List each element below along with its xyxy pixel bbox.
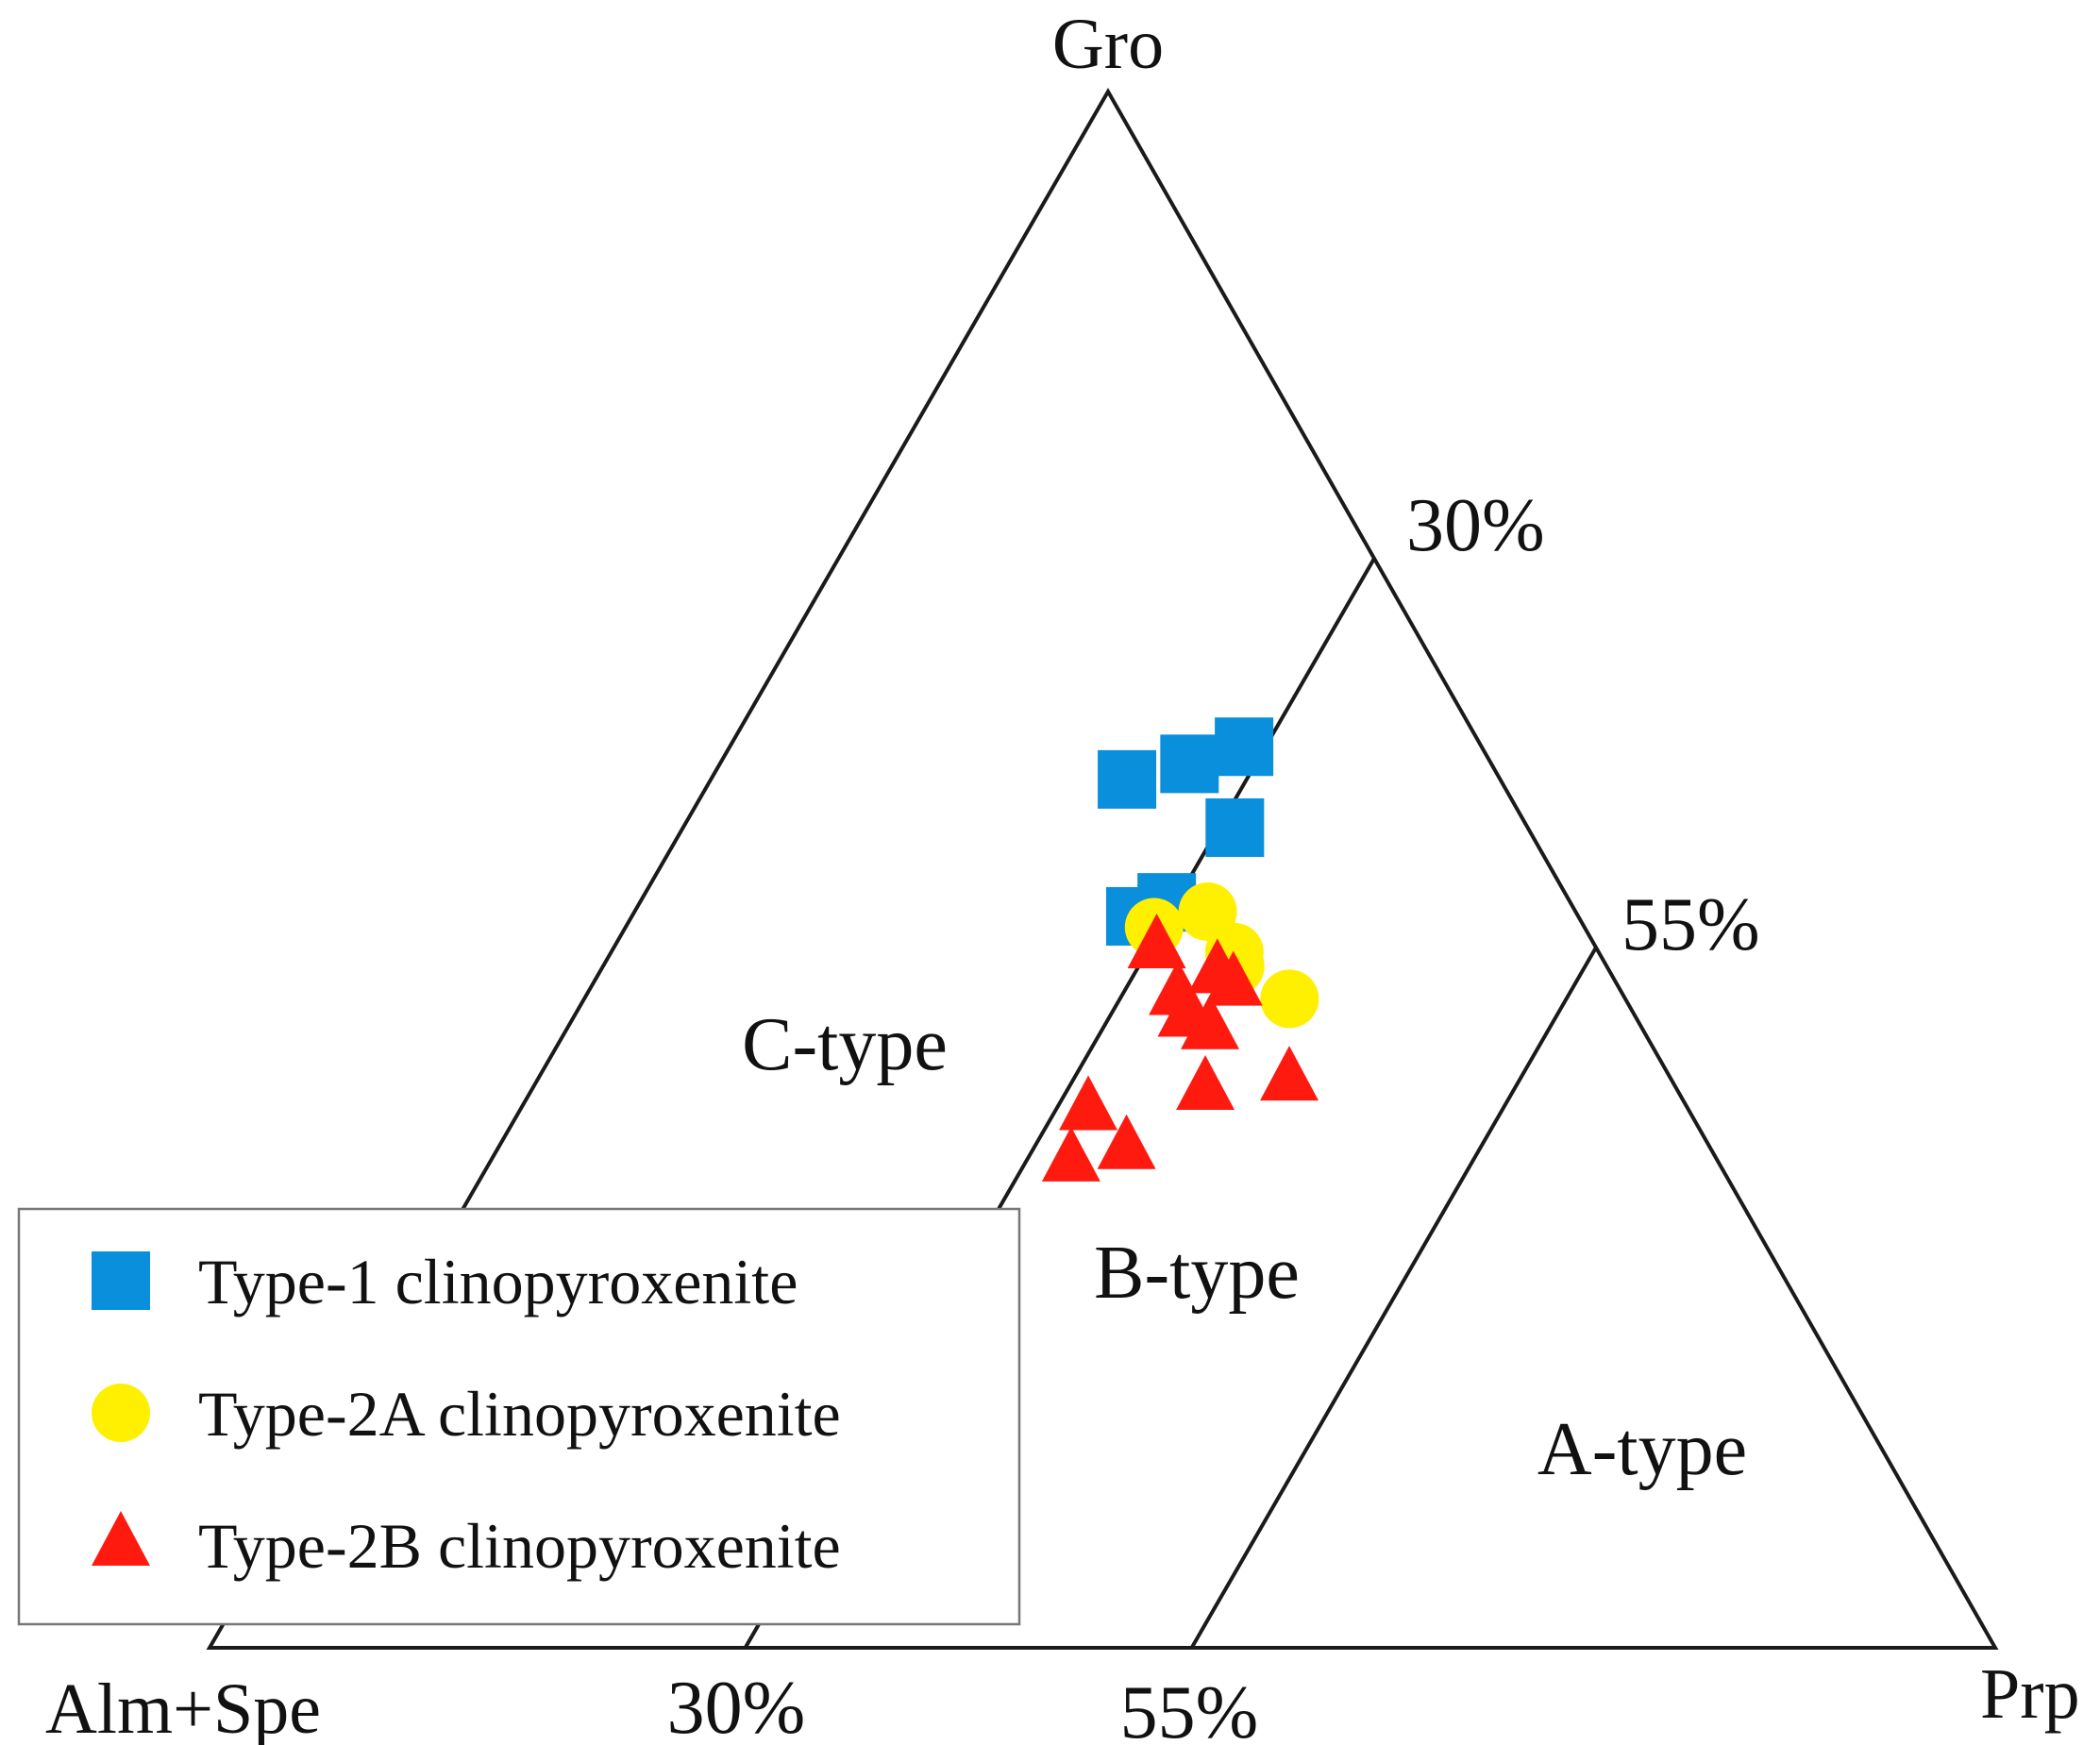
vertex-label-right: Prp (1980, 1654, 2080, 1734)
square-marker-series-1-point-2 (1160, 734, 1219, 794)
bottom-tick-label-55: 55% (1120, 1671, 1259, 1745)
legend-label-series-3: Type-2B clinopyroxenite (198, 1510, 841, 1582)
triangle-marker-series-3-point-8 (1260, 1046, 1319, 1101)
region-label-b-type: B-type (1094, 1232, 1300, 1315)
legend-square-marker-1 (92, 1251, 150, 1310)
legend-triangle-marker-3 (92, 1511, 150, 1567)
legend-circle-marker-2 (92, 1384, 150, 1442)
right-tick-label-30: 30% (1406, 484, 1545, 567)
square-marker-series-1-point-4 (1205, 797, 1265, 857)
region-label-a-type: A-type (1537, 1408, 1747, 1491)
legend-label-series-2: Type-2A clinopyroxenite (198, 1378, 841, 1450)
triangle-marker-series-3-point-4 (1203, 950, 1263, 1006)
triangle-marker-series-3-point-10 (1041, 1126, 1100, 1182)
vertex-label-top: Gro (1052, 5, 1164, 84)
ternary-frame (206, 87, 1999, 1650)
triangle-marker-series-3-point-11 (1097, 1114, 1156, 1169)
legend-box (17, 1207, 1021, 1626)
data-points (1041, 717, 1319, 1182)
boundary-line-55 (1189, 946, 1598, 1649)
triangle-marker-series-3-point-9 (1059, 1075, 1118, 1131)
triangle-marker-series-3-point-7 (1176, 1055, 1235, 1111)
circle-marker-series-2-point-5 (1260, 969, 1319, 1029)
vertex-label-left: Alm+Spe (45, 1669, 321, 1745)
bottom-tick-label-30: 30% (667, 1667, 806, 1745)
right-tick-label-55: 55% (1621, 883, 1760, 966)
square-marker-series-1-point-3 (1215, 717, 1274, 777)
region-label-c-type: C-type (742, 1003, 948, 1086)
triangle-marker-series-3-point-1 (1127, 913, 1186, 968)
legend-label-series-1: Type-1 clinopyroxenite (198, 1246, 798, 1317)
square-marker-series-1-point-1 (1098, 749, 1157, 809)
triangle-marker-series-3-point-6 (1181, 994, 1240, 1049)
